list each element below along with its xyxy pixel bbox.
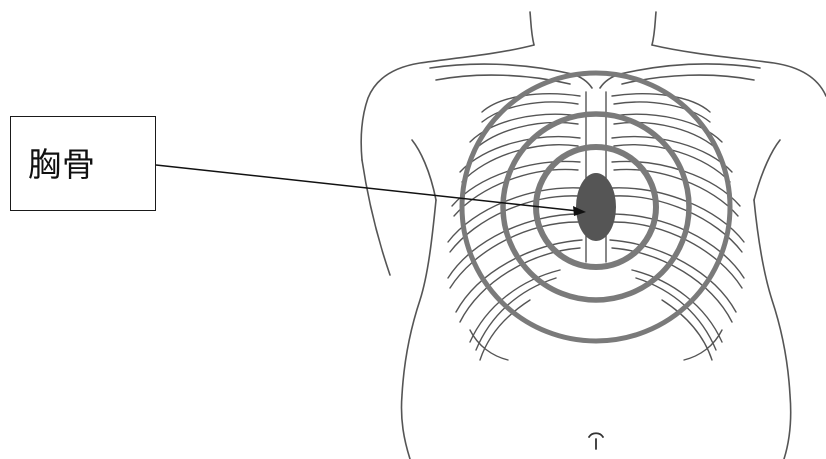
sternum-marker-icon	[576, 173, 616, 241]
sternum-label-box: 胸骨	[10, 116, 156, 211]
navel-icon	[589, 433, 603, 449]
sternum-label: 胸骨	[28, 146, 96, 184]
